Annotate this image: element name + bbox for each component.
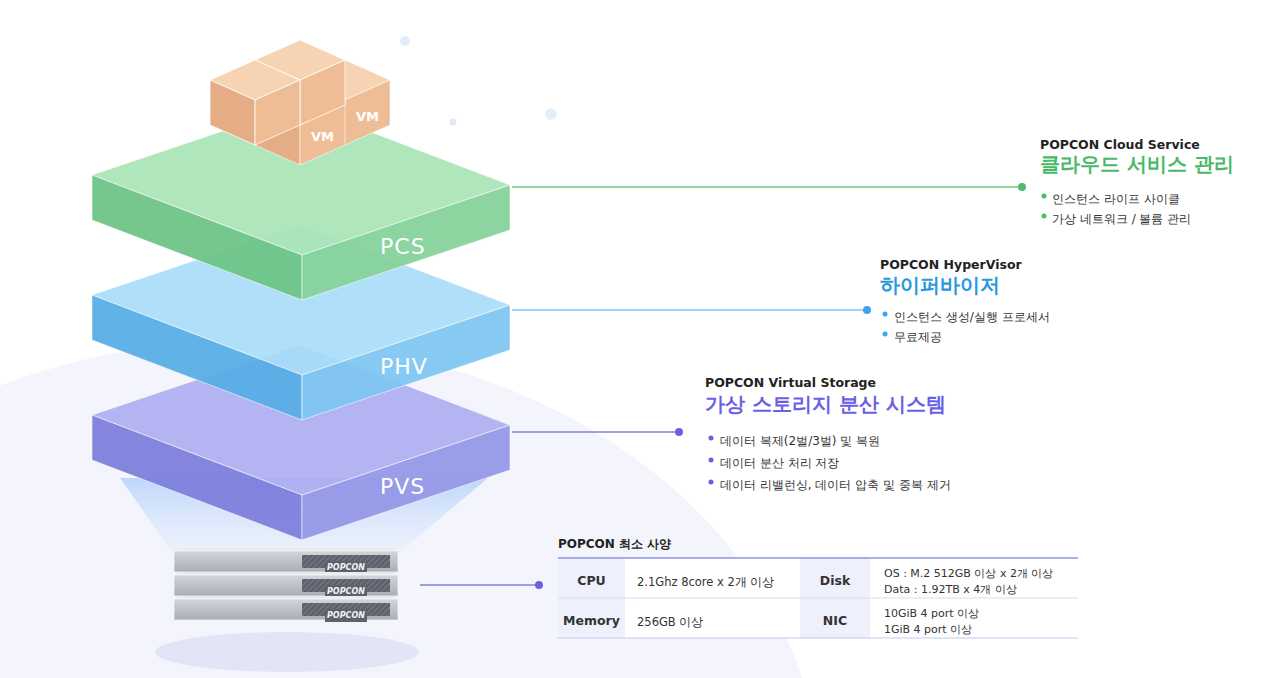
server-unit: POPCON [174, 548, 398, 572]
bullet-dot [1042, 214, 1047, 219]
section-title: 하이퍼바이저 [880, 273, 1000, 298]
label-holder: POPCON Virtual Storage [705, 372, 876, 391]
bullet-dot [1042, 194, 1047, 199]
server-shadow [155, 632, 419, 672]
callout-text: POPCON Cloud Service [1040, 137, 1200, 153]
layer-name: PHV [380, 354, 428, 380]
leader-dot [535, 581, 543, 589]
background-blob [0, 340, 820, 678]
server-brand: POPCON [325, 609, 367, 622]
table-cell: 1GiB 4 port 이상 [884, 623, 972, 637]
vm-label: VM [311, 128, 334, 145]
label-holder: 인스턴스 생성/실행 프로세서 [894, 306, 1050, 325]
server-unit: POPCON [174, 572, 398, 596]
callout-text: 무료제공 [894, 330, 942, 345]
table-header: CPU [577, 573, 606, 589]
table-header: Disk [820, 573, 850, 589]
leader-dot [863, 306, 871, 314]
callout-text: 데이터 분산 처리 저장 [720, 456, 839, 471]
server-unit: POPCON [174, 596, 398, 620]
label-holder: POPCON 최소 사양 [558, 533, 671, 552]
bullet-dot [883, 312, 888, 317]
callout-text: POPCON Virtual Storage [705, 375, 876, 391]
bullet-dot [709, 480, 714, 485]
label-holder: POPCON HyperVisor [880, 254, 1022, 273]
label-holder: 가상 네트워크 / 볼륨 관리 [1052, 208, 1191, 227]
label-holder: OS : M.2 512GB 이상 x 2개 이상 [884, 562, 1053, 581]
deco-dot [450, 119, 457, 126]
label-holder: 10GiB 4 port 이상 [884, 602, 979, 621]
label-holder: CPU [558, 570, 625, 589]
table-rule [558, 557, 1078, 559]
label-holder: POPCON Cloud Service [1040, 134, 1200, 153]
callout-text: 데이터 리밸런싱, 데이터 압축 및 중복 제거 [720, 478, 951, 493]
callout-text: POPCON HyperVisor [880, 257, 1022, 273]
label-holder: 데이터 복제(2벌/3벌) 및 복원 [720, 430, 880, 449]
callout-text: 가상 네트워크 / 볼륨 관리 [1052, 212, 1191, 227]
label-holder: 256GB 이상 [637, 611, 703, 630]
table-header: Memory [563, 613, 620, 629]
layer-name: PCS [380, 234, 426, 260]
table-cell: 256GB 이상 [637, 615, 703, 629]
label-holder: 가상 스토리지 분산 시스템 [705, 392, 946, 417]
callout-text: POPCON 최소 사양 [558, 537, 671, 552]
table-header: NIC [823, 613, 847, 629]
label-holder: NIC [800, 610, 870, 629]
bullet-dot [883, 332, 888, 337]
label-holder: 클라우드 서비스 관리 [1040, 152, 1234, 177]
callout-text: 데이터 복제(2벌/3벌) 및 복원 [720, 434, 880, 449]
label-holder: 무료제공 [894, 326, 942, 345]
label-holder: 데이터 리밸런싱, 데이터 압축 및 중복 제거 [720, 474, 951, 493]
table-rule [558, 638, 1078, 639]
leader-line [512, 186, 1020, 188]
callout-text: 인스턴스 생성/실행 프로세서 [894, 310, 1050, 325]
leader-dot [1018, 183, 1026, 191]
bullet-dot [709, 436, 714, 441]
deco-dot [545, 108, 557, 120]
callout-text: 인스턴스 라이프 사이클 [1052, 192, 1180, 207]
table-cell: 2.1Ghz 8core x 2개 이상 [637, 575, 775, 589]
label-holder: Disk [800, 570, 870, 589]
table-rule [558, 598, 1078, 599]
vm-label: VM [356, 108, 379, 125]
leader-line [420, 584, 536, 586]
section-title: 가상 스토리지 분산 시스템 [705, 392, 946, 417]
label-holder: Data : 1.92TB x 4개 이상 [884, 578, 1017, 597]
label-holder: Memory [558, 610, 625, 629]
table-cell: OS : M.2 512GB 이상 x 2개 이상 [884, 567, 1053, 581]
leader-line [512, 431, 676, 433]
table-cell: 10GiB 4 port 이상 [884, 607, 979, 621]
layer-name: PVS [380, 474, 425, 500]
label-holder: 데이터 분산 처리 저장 [720, 452, 839, 471]
bullet-dot [709, 458, 714, 463]
section-title: 클라우드 서비스 관리 [1040, 152, 1234, 177]
table-ground [558, 558, 1078, 638]
label-holder: 1GiB 4 port 이상 [884, 618, 972, 637]
leader-dot [675, 428, 683, 436]
table-cell: Data : 1.92TB x 4개 이상 [884, 583, 1017, 597]
label-holder: 2.1Ghz 8core x 2개 이상 [637, 571, 775, 590]
label-holder: 하이퍼바이저 [880, 273, 1000, 298]
deco-dot [400, 36, 410, 46]
leader-line [512, 309, 864, 311]
label-holder: 인스턴스 라이프 사이클 [1052, 188, 1180, 207]
